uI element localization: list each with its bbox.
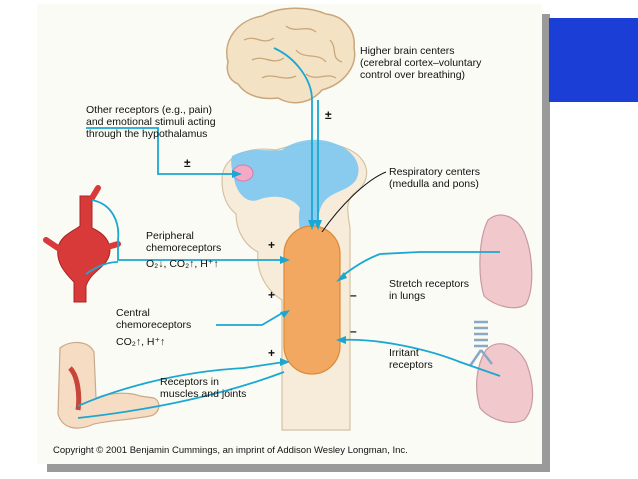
peripheral-label: Peripheral chemoreceptors O₂↓, CO₂↑, H⁺↑ — [146, 230, 221, 270]
panel-shadow-bottom — [47, 464, 550, 472]
copyright-text: Copyright © 2001 Benjamin Cummings, an i… — [53, 445, 408, 456]
peripheral-pathway-line — [91, 199, 284, 261]
higher-brain-label: Higher brain centers (cerebral cortex–vo… — [360, 45, 481, 81]
hypothalamus-pathway-line — [86, 127, 236, 175]
artery-illustration — [43, 185, 121, 303]
peripheral-stimuli: O₂↓, CO₂↑, H⁺↑ — [146, 258, 219, 270]
central-sign: + — [268, 288, 276, 302]
muscles-label: Receptors in muscles and joints — [160, 376, 246, 400]
central-label: Central chemoreceptors CO₂↑, H⁺↑ — [116, 307, 191, 348]
other-receptors-line-2: and emotional stimuli acting — [86, 116, 216, 128]
other-receptors-line-3: through the hypothalamus — [86, 128, 208, 140]
central-line-2: chemoreceptors — [116, 319, 192, 331]
lungs-illustration — [468, 214, 534, 423]
higher-brain-line-2: (cerebral cortex–voluntary — [360, 57, 482, 69]
stretch-sign: – — [350, 288, 357, 302]
irritant-line-2: receptors — [389, 359, 433, 371]
higher-brain-line-3: control over breathing) — [360, 69, 466, 81]
respiratory-centers-label: Respiratory centers (medulla and pons) — [389, 166, 480, 190]
central-line-1: Central — [116, 307, 150, 319]
stretch-pathway-line — [339, 251, 500, 279]
stretch-label: Stretch receptors in lungs — [389, 278, 469, 302]
irritant-pathway-line — [339, 338, 501, 377]
other-receptors-label: Other receptors (e.g., pain) and emotion… — [86, 104, 216, 140]
stretch-line-1: Stretch receptors — [389, 278, 469, 290]
central-stimuli: CO₂↑, H⁺↑ — [116, 336, 166, 348]
arm-illustration — [57, 341, 160, 429]
other-receptors-line-1: Other receptors (e.g., pain) — [86, 104, 213, 116]
higher-brain-line-1: Higher brain centers — [360, 45, 455, 57]
irritant-line-1: Irritant — [389, 347, 419, 359]
irritant-label: Irritant receptors — [389, 347, 433, 371]
muscles-line-1: Receptors in — [160, 376, 219, 388]
respiratory-centers-line-2: (medulla and pons) — [389, 178, 479, 190]
peripheral-sign: + — [268, 238, 276, 252]
panel-shadow-right — [542, 14, 550, 472]
peripheral-line-1: Peripheral — [146, 230, 194, 242]
accent-block — [549, 18, 638, 102]
stretch-line-2: in lungs — [389, 290, 426, 302]
muscles-sign: + — [268, 346, 276, 360]
peripheral-line-2: chemoreceptors — [146, 242, 222, 254]
muscles-pathway-line — [77, 361, 285, 407]
brain-sign: ± — [325, 108, 332, 122]
muscles-line-2: muscles and joints — [160, 388, 247, 400]
respiratory-center-shape — [283, 225, 341, 375]
respiratory-centers-line-1: Respiratory centers — [389, 166, 481, 178]
central-pathway-line — [216, 311, 285, 326]
hypothalamus-sign: ± — [184, 156, 191, 170]
brain-illustration — [226, 7, 356, 104]
irritant-sign: – — [350, 324, 357, 338]
